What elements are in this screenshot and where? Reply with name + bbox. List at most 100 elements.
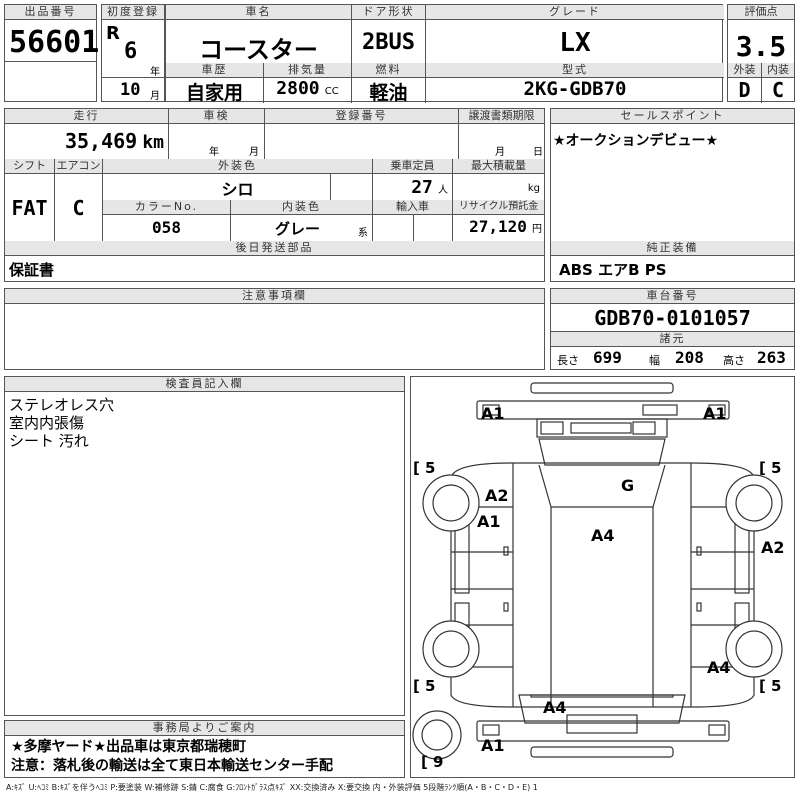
grade-label: グレード (426, 5, 724, 20)
exterior-label: 外装 (728, 63, 761, 78)
mileage-label: 走行 (5, 109, 168, 124)
tire-depth-front-right: 5 (771, 459, 781, 477)
history-label: 車歴 (166, 63, 263, 78)
color-number: 058 (152, 218, 181, 237)
grade: LX (559, 28, 591, 58)
month-unit: 月 (150, 91, 160, 102)
aircon-label: エアコン (55, 159, 102, 174)
height-label: 高さ (723, 354, 745, 367)
chassis-label: 車台番号 (551, 289, 794, 304)
tire-depth-front-left: 5 (425, 459, 435, 477)
damage-mark-a1-rear: A1 (481, 736, 505, 755)
capacity: 27 (411, 177, 433, 198)
displacement: 2800 (276, 78, 320, 99)
inspector-line: 室内内張傷 (9, 414, 85, 432)
lot-number-label: 出品番号 (5, 5, 96, 20)
inspector-line: シート 汚れ (9, 432, 89, 450)
interior-color-unit: 系 (358, 228, 368, 239)
width-label: 幅 (649, 354, 660, 367)
inspector-line: ステレオレス穴 (9, 396, 115, 414)
mileage-unit: km (142, 132, 164, 153)
svg-text:[: [ (759, 459, 766, 477)
lot-number: 56601 (9, 25, 100, 60)
registration-year: 6 (124, 39, 138, 64)
damage-mark-g: G (621, 476, 634, 495)
recycle-unit: 円 (532, 224, 542, 235)
mileage: 35,469 (64, 129, 138, 153)
score-label: 評価点 (728, 5, 794, 20)
inspection-label: 車検 (169, 109, 264, 124)
dimensions-label: 諸元 (551, 331, 794, 347)
car-diagram-box: A1 A1 A2 A1 G A4 A2 A4 A4 A1 [ 5 [ 5 [ 5… (410, 376, 795, 778)
car-name: コースター (199, 36, 318, 64)
year-unit: 年 (150, 67, 160, 78)
transfer-day-unit: 日 (533, 147, 543, 158)
registration-month: 10 (120, 80, 141, 100)
office-notice-box: 事務局よりご案内 ★多摩ヤード★出品車は東京都瑞穂町 注意：落札後の輸送は全て東… (4, 720, 405, 778)
history: 自家用 (185, 82, 243, 104)
first-registration-box: 初度登録 R 6 年 10 月 (101, 4, 165, 102)
recycle-fee: 27,120 (469, 217, 527, 236)
first-registration-label: 初度登録 (102, 5, 164, 20)
tire-depth-rear-left: 5 (425, 677, 435, 695)
exterior-grade: D (738, 78, 751, 102)
aircon: C (72, 196, 85, 220)
interior-grade: C (771, 78, 785, 102)
damage-mark-a1-front-left: A1 (481, 404, 505, 423)
registration-number-label: 登録番号 (265, 109, 458, 124)
overall-score: 3.5 (735, 30, 787, 63)
door-type: 2BUS (362, 30, 415, 55)
svg-text:[: [ (413, 677, 420, 695)
car-spec-box: 車名 コースター ドア形状 2BUS グレード LX 車歴 自家用 排気量 28… (165, 4, 724, 104)
capacity-label: 乗車定員 (373, 159, 452, 174)
damage-mark-a2-right: A2 (761, 538, 785, 557)
office-notice-label: 事務局よりご案内 (5, 721, 404, 736)
length: 699 (593, 348, 622, 367)
model-label: 型式 (426, 63, 724, 78)
later-parts-label: 後日発送部品 (5, 241, 544, 256)
displacement-unit: CC (324, 86, 339, 97)
damage-mark-a1-left: A1 (477, 512, 501, 531)
max-load-unit: kg (527, 183, 540, 194)
transfer-month-unit: 月 (495, 147, 505, 158)
fuel: 軽油 (369, 82, 408, 104)
equipment-label: 純正装備 (551, 241, 794, 256)
office-line-2: 注意：落札後の輸送は全て東日本輸送センター手配 (11, 758, 333, 774)
svg-text:[: [ (421, 753, 428, 771)
interior-color: グレー (275, 220, 321, 238)
max-load-label: 最大積載量 (453, 159, 544, 174)
fuel-label: 燃料 (352, 63, 425, 78)
color-number-label: カラーNo. (103, 200, 230, 215)
exterior-color: シロ (221, 180, 254, 199)
tire-depth-spare: 9 (433, 753, 443, 771)
height: 263 (757, 348, 786, 367)
interior-color-label: 内装色 (231, 200, 372, 215)
damage-mark-a2-left: A2 (485, 486, 509, 505)
svg-text:[: [ (759, 677, 766, 695)
sales-point-label: セールスポイント (551, 109, 794, 124)
model-code: 2KG-GDB70 (523, 78, 627, 100)
svg-text:[: [ (413, 459, 420, 477)
car-name-label: 車名 (166, 5, 351, 20)
inspector-label: 検査員記入欄 (5, 377, 404, 392)
transfer-deadline-label: 譲渡書類期限 (459, 109, 544, 124)
length-label: 長さ (557, 354, 579, 367)
later-parts: 保証書 (9, 261, 55, 279)
era: R (106, 23, 120, 44)
damage-legend: A:ｷｽﾞ U:ﾍｺﾐ B:ｷｽﾞを伴うﾍｺﾐ P:要塗装 W:補修跡 S:錆 … (6, 783, 538, 792)
damage-mark-a4-right: A4 (707, 658, 731, 677)
capacity-unit: 人 (438, 185, 448, 196)
shift: FAT (11, 196, 48, 220)
tire-depth-rear-right: 5 (771, 677, 781, 695)
door-type-label: ドア形状 (352, 5, 425, 20)
damage-mark-a1-front-right: A1 (703, 404, 727, 423)
vehicle-detail-box: 走行 35,469 km 車検 年 月 登録番号 譲渡書類期限 月 日 シフト … (4, 108, 545, 282)
chassis-box: 車台番号 GDB70-0101057 諸元 長さ 699 幅 208 高さ 26… (550, 288, 795, 370)
car-diagram: A1 A1 A2 A1 G A4 A2 A4 A4 A1 [ 5 [ 5 [ 5… (412, 382, 785, 771)
caution-label: 注意事項欄 (5, 289, 544, 304)
office-line-1: ★多摩ヤード★出品車は東京都瑞穂町 (11, 739, 247, 755)
interior-label: 内装 (762, 63, 794, 78)
inspector-box: 検査員記入欄 ステレオレス穴 室内内張傷 シート 汚れ (4, 376, 405, 716)
equipment: ABS エアB PS (559, 261, 667, 279)
damage-mark-a4-center: A4 (591, 526, 615, 545)
